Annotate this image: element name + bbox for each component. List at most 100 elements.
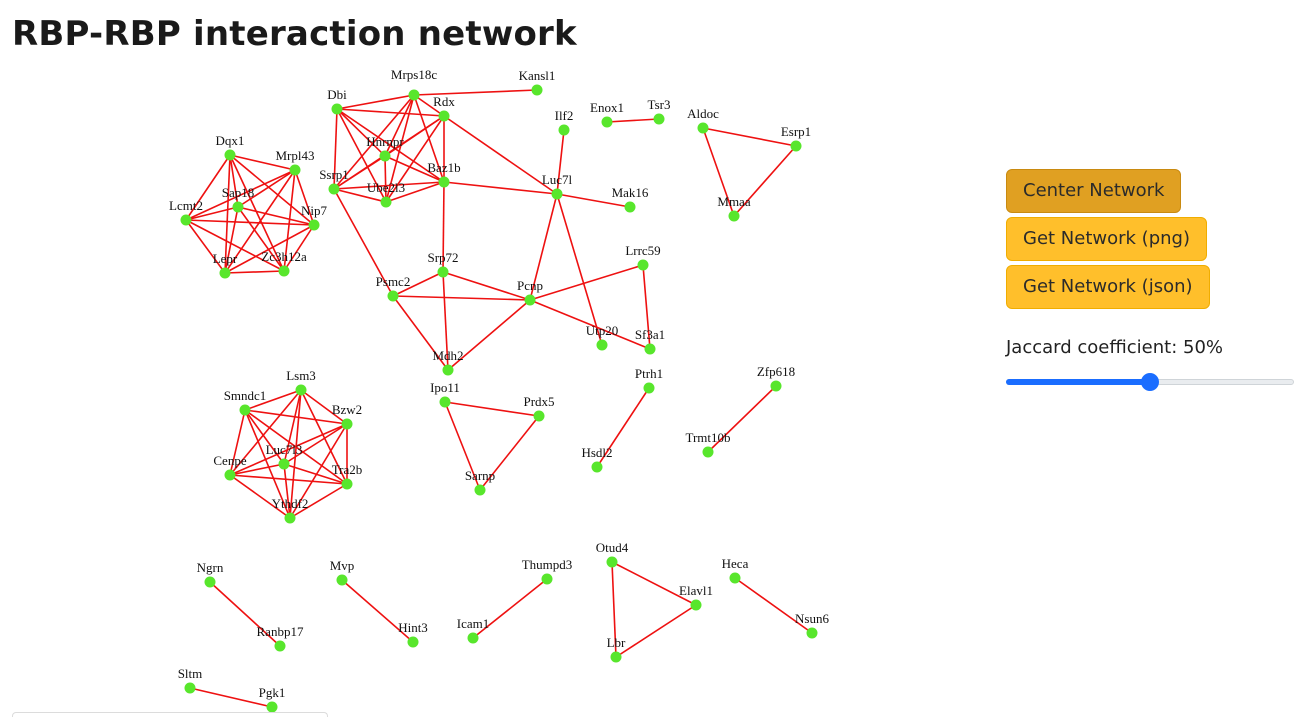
- node-mmaa[interactable]: [728, 210, 740, 222]
- node-label-ranbp17: Ranbp17: [257, 624, 304, 639]
- panel-edge: [12, 712, 328, 717]
- node-label-rdx: Rdx: [433, 94, 455, 109]
- node-rdx[interactable]: [438, 110, 450, 122]
- node-label-ilf2: Ilf2: [555, 108, 574, 123]
- node-label-lbr: Lbr: [607, 635, 626, 650]
- node-enox1[interactable]: [601, 116, 613, 128]
- node-cenpe[interactable]: [224, 469, 236, 481]
- node-dqx1[interactable]: [224, 149, 236, 161]
- node-mrps18c[interactable]: [408, 89, 420, 101]
- node-ilf2[interactable]: [558, 124, 570, 136]
- node-label-mrps18c: Mrps18c: [391, 67, 437, 82]
- center-network-button[interactable]: Center Network: [1006, 169, 1182, 213]
- node-ube2l3[interactable]: [380, 196, 392, 208]
- node-mak16[interactable]: [624, 201, 636, 213]
- edge-srp72-pcnp: [442, 271, 531, 301]
- node-label-utp20: Utp20: [586, 323, 619, 338]
- node-kansl1[interactable]: [531, 84, 543, 96]
- node-otud4[interactable]: [606, 556, 618, 568]
- edge-smndc1-bzw2: [244, 409, 348, 425]
- node-hint3[interactable]: [407, 636, 419, 648]
- edge-dqx1-zc3h12a: [229, 154, 285, 272]
- node-lepr[interactable]: [219, 267, 231, 279]
- edge-thumpd3-icam1: [472, 578, 548, 639]
- node-mrpl43[interactable]: [289, 164, 301, 176]
- get-network-json-button[interactable]: Get Network (json): [1006, 265, 1210, 309]
- node-trmt10b[interactable]: [702, 446, 714, 458]
- node-srp72[interactable]: [437, 266, 449, 278]
- node-ssrp1[interactable]: [328, 183, 340, 195]
- node-lcmt2[interactable]: [180, 214, 192, 226]
- node-nip7[interactable]: [308, 219, 320, 231]
- node-label-mrpl43: Mrpl43: [276, 148, 315, 163]
- node-icam1[interactable]: [467, 632, 479, 644]
- node-luc7l3[interactable]: [278, 458, 290, 470]
- node-ipo11[interactable]: [439, 396, 451, 408]
- edge-ipo11-sarnp: [444, 401, 481, 491]
- node-label-lsm3: Lsm3: [286, 368, 316, 383]
- edge-lsm3-tra2b: [300, 389, 348, 485]
- node-sap18[interactable]: [232, 201, 244, 213]
- get-network-png-button[interactable]: Get Network (png): [1006, 217, 1207, 261]
- node-psmc2[interactable]: [387, 290, 399, 302]
- node-sltm[interactable]: [184, 682, 196, 694]
- node-smndc1[interactable]: [239, 404, 251, 416]
- node-zfp618[interactable]: [770, 380, 782, 392]
- node-mvp[interactable]: [336, 574, 348, 586]
- node-ythdf2[interactable]: [284, 512, 296, 524]
- node-heca[interactable]: [729, 572, 741, 584]
- node-luc7l[interactable]: [551, 188, 563, 200]
- node-tsr3[interactable]: [653, 113, 665, 125]
- edge-smndc1-cenpe: [229, 409, 246, 476]
- node-esrp1[interactable]: [790, 140, 802, 152]
- node-label-smndc1: Smndc1: [224, 388, 267, 403]
- node-label-nip7: Nip7: [301, 203, 328, 218]
- node-dbi[interactable]: [331, 103, 343, 115]
- node-sf3a1[interactable]: [644, 343, 656, 355]
- network-nodes: [180, 84, 818, 713]
- node-pcnp[interactable]: [524, 294, 536, 306]
- slider-thumb[interactable]: [1141, 373, 1159, 391]
- node-hnrnpr[interactable]: [379, 150, 391, 162]
- node-label-ythdf2: Ythdf2: [272, 496, 309, 511]
- node-lrrc59[interactable]: [637, 259, 649, 271]
- node-mdh2[interactable]: [442, 364, 454, 376]
- edge-dbi-rdx: [336, 108, 445, 117]
- node-elavl1[interactable]: [690, 599, 702, 611]
- node-label-ngrn: Ngrn: [197, 560, 224, 575]
- network-edges: [185, 89, 813, 708]
- node-tra2b[interactable]: [341, 478, 353, 490]
- slider-fill: [1006, 379, 1150, 385]
- edge-lsm3-luc7l3: [283, 389, 302, 465]
- node-aldoc[interactable]: [697, 122, 709, 134]
- node-ngrn[interactable]: [204, 576, 216, 588]
- node-utp20[interactable]: [596, 339, 608, 351]
- node-lsm3[interactable]: [295, 384, 307, 396]
- edge-pcnp-mdh2: [447, 299, 531, 371]
- node-sarnp[interactable]: [474, 484, 486, 496]
- node-bzw2[interactable]: [341, 418, 353, 430]
- node-label-sltm: Sltm: [178, 666, 203, 681]
- edge-lcmt2-zc3h12a: [185, 219, 285, 272]
- jaccard-slider[interactable]: [1006, 373, 1294, 391]
- edge-srp72-psmc2: [392, 271, 444, 297]
- node-label-mak16: Mak16: [612, 185, 649, 200]
- node-prdx5[interactable]: [533, 410, 545, 422]
- node-baz1b[interactable]: [438, 176, 450, 188]
- node-label-lrrc59: Lrrc59: [625, 243, 660, 258]
- node-lbr[interactable]: [610, 651, 622, 663]
- edge-psmc2-mdh2: [392, 295, 449, 371]
- node-ranbp17[interactable]: [274, 640, 286, 652]
- edge-dqx1-mrpl43: [229, 154, 296, 171]
- edge-sap18-nip7: [237, 206, 315, 226]
- node-pgk1[interactable]: [266, 701, 278, 713]
- node-nsun6[interactable]: [806, 627, 818, 639]
- node-zc3h12a[interactable]: [278, 265, 290, 277]
- node-hsdl2[interactable]: [591, 461, 603, 473]
- node-label-sarnp: Sarnp: [465, 468, 495, 483]
- node-thumpd3[interactable]: [541, 573, 553, 585]
- edge-mrpl43-nip7: [294, 169, 315, 226]
- node-ptrh1[interactable]: [643, 382, 655, 394]
